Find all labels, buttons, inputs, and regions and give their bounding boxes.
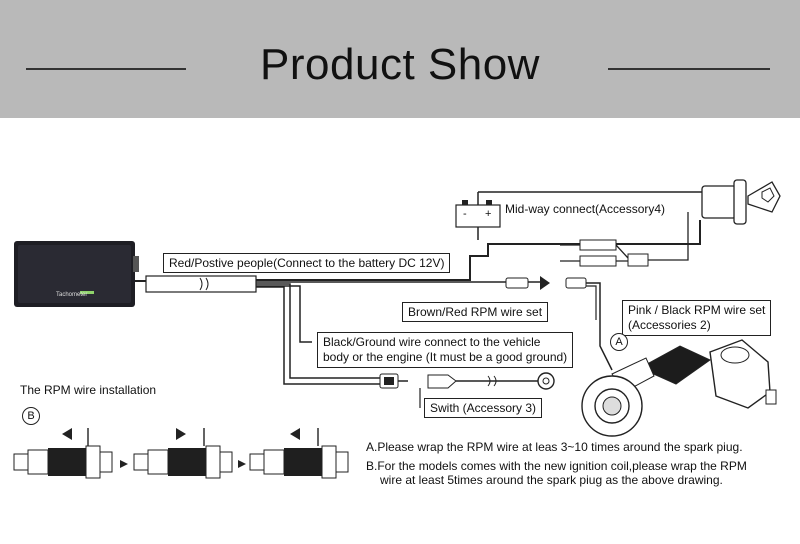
page-title: Product Show (260, 40, 540, 89)
header-rule-left (26, 68, 186, 70)
header-rule-right (608, 68, 770, 70)
battery-minus: - (463, 208, 467, 220)
install-step-2 (133, 428, 233, 479)
battery-plus: + (485, 208, 492, 220)
ground-label: Black/Ground wire connect to the vehicle… (317, 332, 574, 368)
fuse-holders (560, 212, 689, 267)
main-harness (135, 220, 701, 385)
install-title: The RPM wire installation (20, 383, 157, 397)
install-step-1 (13, 428, 113, 479)
ground-line2: body or the engine (It must be a good gr… (323, 350, 568, 364)
device-label: Tachometer (56, 292, 88, 298)
midway-label: Mid-way connect(Accessory4) (503, 202, 668, 216)
install-step-arrow-1 (120, 460, 128, 468)
battery-symbol (455, 191, 702, 240)
note-a: A.Please wrap the RPM wire at leas 3~10 … (366, 440, 743, 454)
key-switch (701, 179, 781, 225)
battery-label: Red/Postive people(Connect to the batter… (163, 253, 451, 273)
note-b-line2: wire at least 5times around the spark pi… (380, 473, 723, 487)
note-b-line1: B.For the models comes with the new igni… (366, 459, 747, 473)
tachometer-device (14, 241, 139, 307)
pink-black-line2: (Accessories 2) (628, 318, 711, 332)
switch-label: Swith (Accessory 3) (424, 398, 543, 418)
rpm-connector (505, 276, 613, 371)
marker-b: B (22, 407, 40, 425)
marker-a: A (610, 333, 628, 351)
ignition-coil (581, 339, 777, 437)
install-step-arrow-2 (238, 460, 246, 468)
ground-line1: Black/Ground wire connect to the vehicle (323, 335, 541, 349)
pink-black-line1: Pink / Black RPM wire set (628, 303, 766, 317)
install-step-3 (249, 428, 349, 479)
header-banner: Product Show (0, 0, 800, 118)
pink-black-label: Pink / Black RPM wire set (Accessories 2… (622, 300, 772, 336)
brown-red-label: Brown/Red RPM wire set (402, 302, 549, 322)
switch-accessory (379, 372, 555, 408)
